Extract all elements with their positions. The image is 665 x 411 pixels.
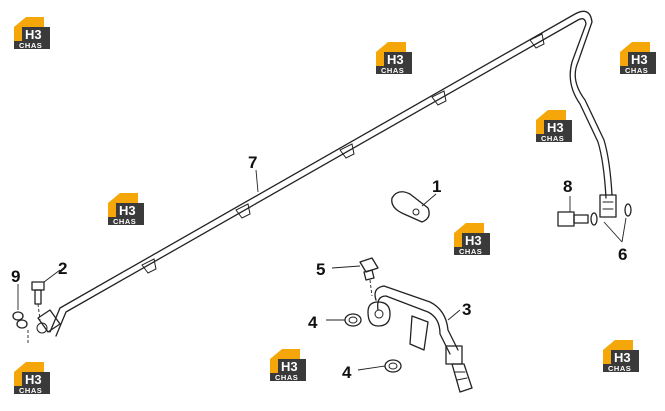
watermark-text-bottom: CHAS bbox=[19, 386, 42, 395]
watermark-text-top: H3 bbox=[119, 203, 136, 218]
callout-7: 7 bbox=[248, 153, 257, 172]
leader-lines bbox=[17, 169, 627, 371]
watermark-text-bottom: CHAS bbox=[625, 66, 648, 75]
fuel-feed-pipe bbox=[367, 285, 473, 393]
pipe-clamp bbox=[391, 191, 430, 223]
banjo-bolt-right bbox=[557, 203, 632, 227]
callout-5: 5 bbox=[316, 260, 325, 279]
watermark-text-top: H3 bbox=[25, 27, 42, 42]
callout-9: 9 bbox=[11, 267, 20, 286]
watermark-text-bottom: CHAS bbox=[113, 217, 136, 226]
callout-labels: 1 2 3 4 4 5 6 7 8 9 bbox=[11, 153, 627, 382]
callout-1: 1 bbox=[432, 177, 441, 196]
watermark-text-top: H3 bbox=[547, 120, 564, 135]
watermark-text-top: H3 bbox=[387, 52, 404, 67]
callout-2: 2 bbox=[58, 259, 67, 278]
watermark-text-bottom: CHAS bbox=[459, 247, 482, 256]
watermark-text-bottom: CHAS bbox=[608, 364, 631, 373]
callout-4-lower: 4 bbox=[342, 363, 352, 382]
banjo-bolt bbox=[31, 281, 45, 305]
watermark-text-bottom: CHAS bbox=[19, 41, 42, 50]
fuel-rail-pipe bbox=[36, 10, 617, 337]
watermark-text-top: H3 bbox=[631, 52, 648, 67]
sealing-washers bbox=[12, 311, 28, 329]
watermark-text-bottom: CHAS bbox=[381, 66, 404, 75]
callout-8: 8 bbox=[563, 177, 572, 196]
watermark-text-top: H3 bbox=[614, 350, 631, 365]
watermark-text-top: H3 bbox=[465, 233, 482, 248]
watermark-text-top: H3 bbox=[281, 359, 298, 374]
hollow-bolt bbox=[359, 257, 379, 281]
watermark-text-bottom: CHAS bbox=[275, 373, 298, 382]
watermark-text-bottom: CHAS bbox=[541, 134, 564, 143]
callout-3: 3 bbox=[462, 300, 471, 319]
callout-6: 6 bbox=[618, 245, 627, 264]
callout-4-upper: 4 bbox=[308, 313, 318, 332]
o-rings bbox=[344, 313, 402, 373]
watermark-text-top: H3 bbox=[25, 372, 42, 387]
